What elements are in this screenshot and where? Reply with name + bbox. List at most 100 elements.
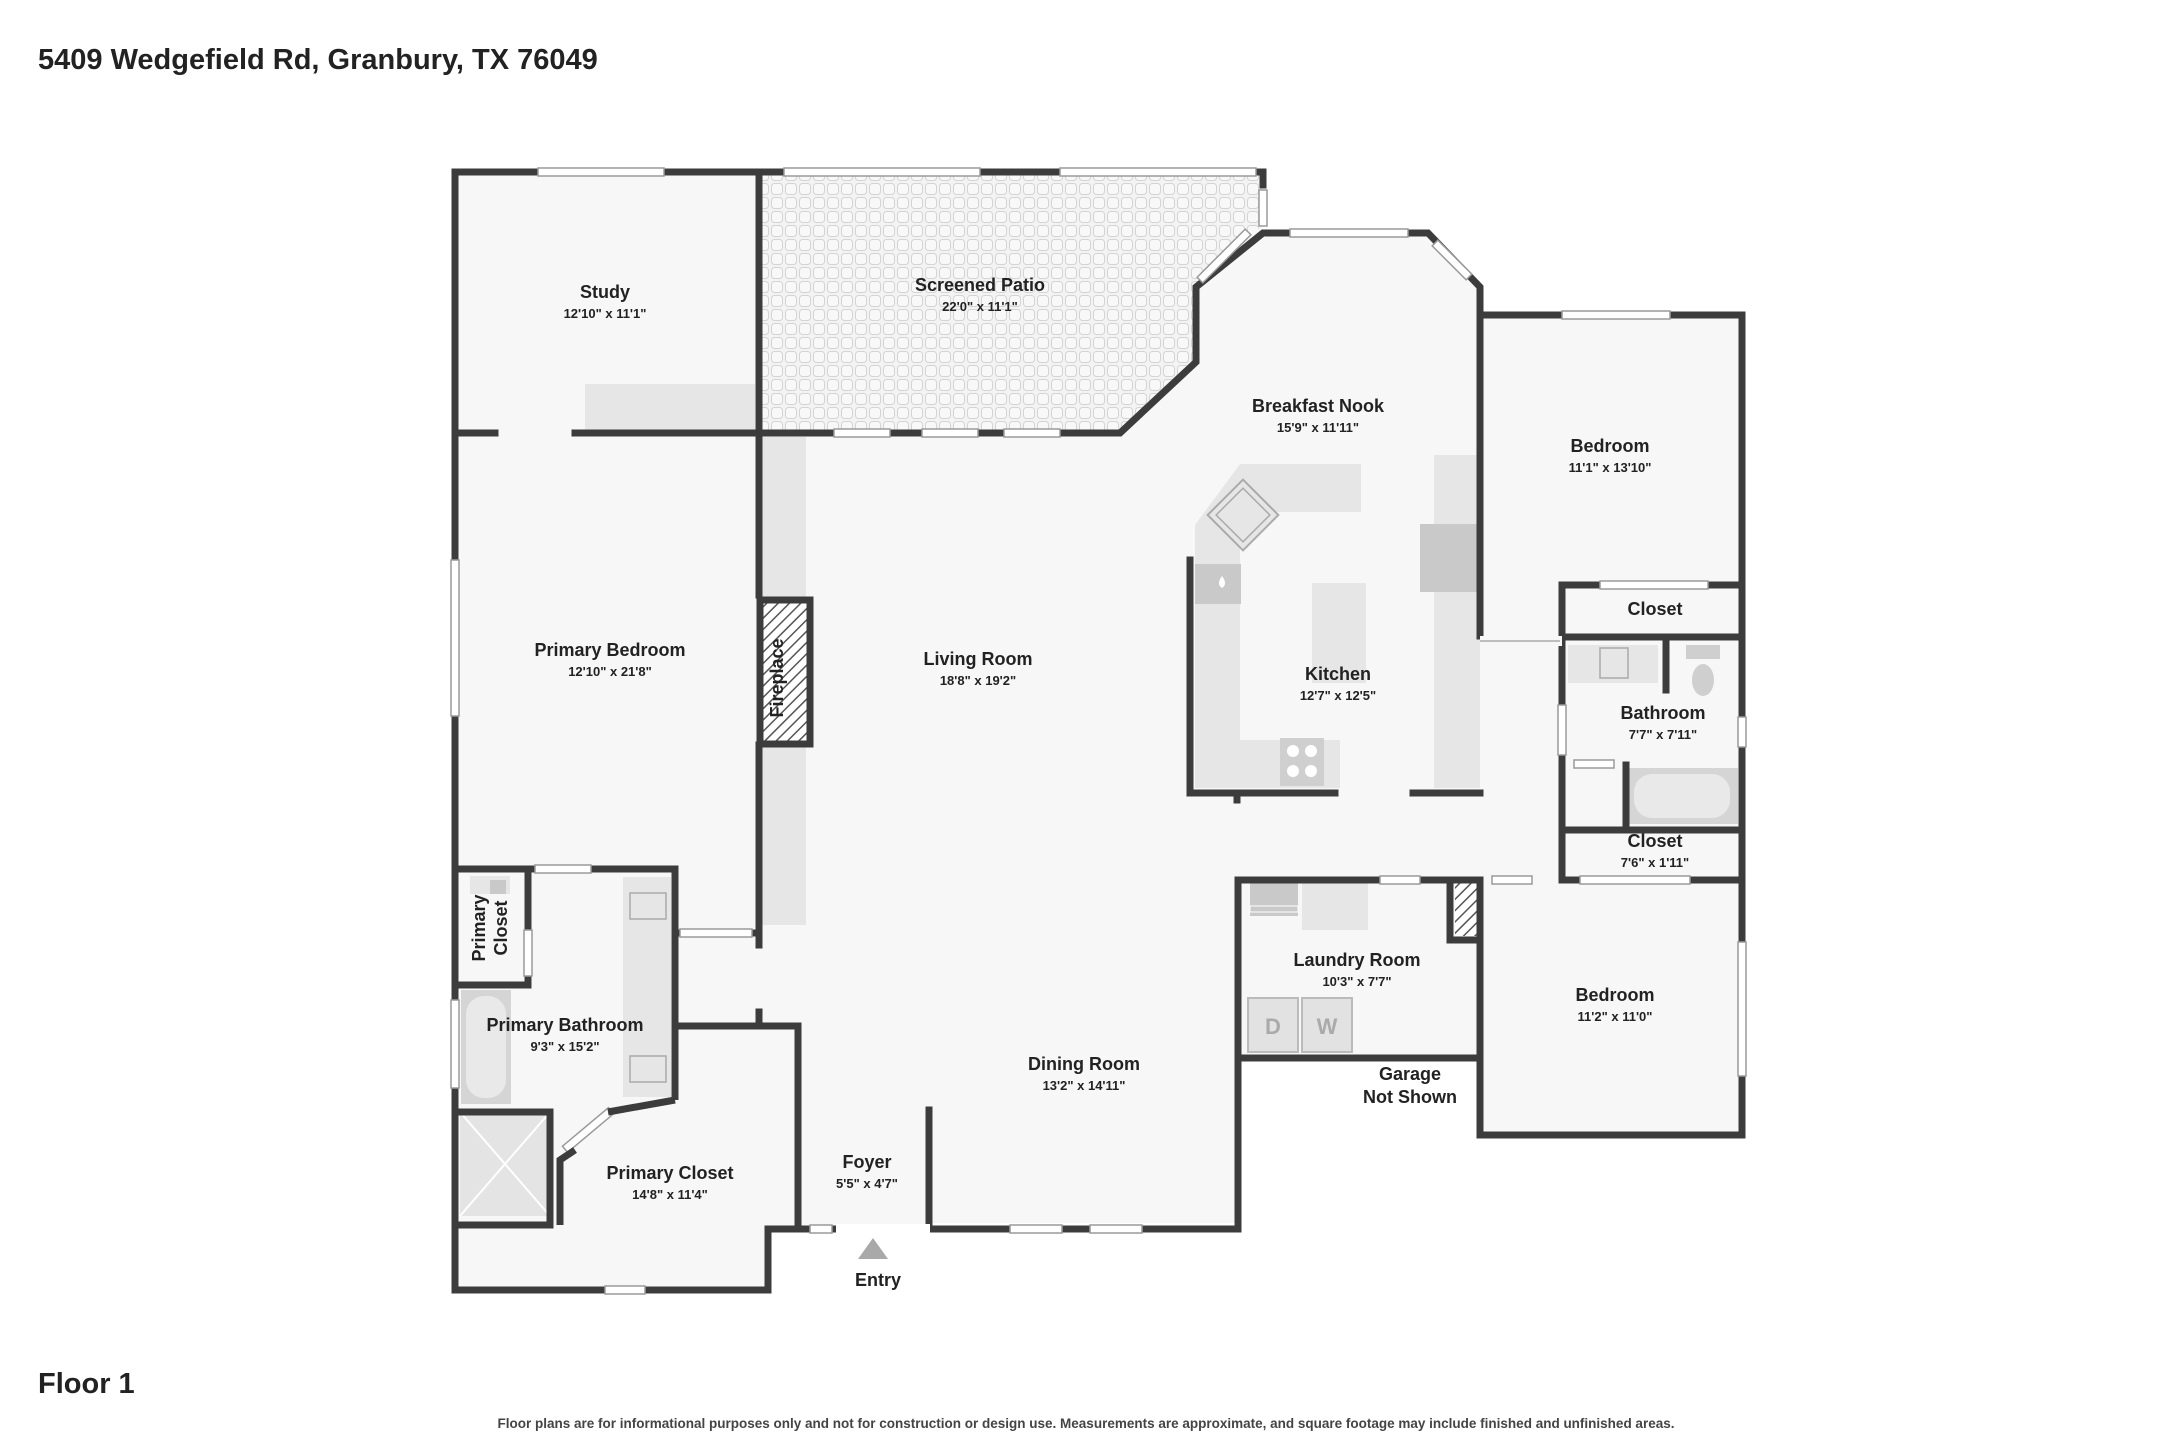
room-dims: 12'10" x 21'8" xyxy=(568,664,652,679)
primary-bathtub-inner xyxy=(466,996,506,1098)
window xyxy=(534,864,592,874)
room-name: Primary Bedroom xyxy=(534,640,685,660)
kitchen-island xyxy=(1312,583,1366,683)
room-name: Breakfast Nook xyxy=(1252,396,1385,416)
stove-icon xyxy=(1280,738,1324,786)
room-name: Closet xyxy=(491,900,511,955)
room-dims: 10'3" x 7'7" xyxy=(1322,974,1391,989)
room-name: Bathroom xyxy=(1621,703,1706,723)
entry-label: Entry xyxy=(855,1270,901,1290)
room-dims: 11'1" x 13'10" xyxy=(1569,460,1652,475)
bathtub-inner xyxy=(1634,774,1730,818)
window xyxy=(833,428,891,438)
window xyxy=(1258,189,1268,227)
window xyxy=(450,559,460,717)
window xyxy=(523,929,533,977)
garage-label: Not Shown xyxy=(1363,1087,1457,1107)
room-name: Closet xyxy=(1627,599,1682,619)
window xyxy=(679,928,753,938)
window xyxy=(1737,716,1747,748)
disclaimer: Floor plans are for informational purpos… xyxy=(497,1416,1675,1431)
room-name: Bedroom xyxy=(1570,436,1649,456)
floor-label: Floor 1 xyxy=(38,1368,135,1400)
window xyxy=(1009,1224,1063,1234)
entry-arrow-icon xyxy=(858,1238,888,1259)
refrigerator xyxy=(1420,524,1480,592)
room-dims: 7'7" x 7'11" xyxy=(1629,727,1697,742)
window xyxy=(1379,875,1421,885)
room-name: Study xyxy=(580,282,630,302)
room-name: Screened Patio xyxy=(915,275,1045,295)
window xyxy=(1561,310,1671,320)
laundry-counter xyxy=(1302,880,1368,930)
window xyxy=(783,167,981,177)
room-name: Bedroom xyxy=(1575,985,1654,1005)
window xyxy=(1737,941,1747,1077)
room-name: Primary xyxy=(469,894,489,961)
shower-icon xyxy=(459,1111,551,1217)
room-name: Closet xyxy=(1627,831,1682,851)
room-name: Foyer xyxy=(842,1152,891,1172)
window xyxy=(1557,704,1567,756)
room-labels: Study 12'10" x 11'1" Screened Patio 22'0… xyxy=(469,275,1706,1290)
room-dims: 18'8" x 19'2" xyxy=(940,673,1016,688)
window xyxy=(1059,167,1257,177)
primary-closet-shelf-2 xyxy=(490,880,506,894)
room-dims: 11'2" x 11'0" xyxy=(1578,1009,1653,1024)
vanity-sink xyxy=(1599,647,1629,679)
door-opening xyxy=(836,1224,930,1234)
window xyxy=(537,167,665,177)
window xyxy=(1289,228,1409,238)
room-name: Dining Room xyxy=(1028,1054,1140,1074)
primary-closet-angled-wall xyxy=(607,1096,676,1116)
room-name: Laundry Room xyxy=(1293,950,1420,970)
toilet-icon xyxy=(1686,645,1720,696)
primary-closet-angled-wall xyxy=(556,1147,577,1225)
laundry-cabinet-lines xyxy=(1249,905,1299,913)
dishwasher xyxy=(1195,564,1241,604)
room-dims: 12'10" x 11'1" xyxy=(564,306,647,321)
room-dims: 9'3" x 15'2" xyxy=(530,1039,599,1054)
window xyxy=(450,999,460,1089)
garage-label: Garage xyxy=(1379,1064,1441,1084)
dishwasher-mark xyxy=(1219,576,1225,588)
address-title: 5409 Wedgefield Rd, Granbury, TX 76049 xyxy=(38,44,598,76)
room-dims: 12'7" x 12'5" xyxy=(1300,688,1376,703)
patio-floor xyxy=(759,175,1259,433)
window xyxy=(1003,428,1061,438)
study-shelf xyxy=(585,384,755,430)
floor-fills xyxy=(455,172,1742,1290)
room-name: Kitchen xyxy=(1305,664,1371,684)
window xyxy=(604,1285,646,1295)
room-name: Primary Closet xyxy=(606,1163,733,1183)
water-heater xyxy=(1455,880,1477,936)
window xyxy=(1431,239,1473,281)
window xyxy=(1089,1224,1143,1234)
dryer xyxy=(1247,997,1299,1053)
room-name: Primary Bathroom xyxy=(486,1015,643,1035)
washer xyxy=(1301,997,1353,1053)
room-dims: 13'2" x 14'11" xyxy=(1043,1078,1126,1093)
sink-icon xyxy=(1206,478,1280,552)
room-name: Fireplace xyxy=(767,638,787,717)
primary-vanity-sink-bottom xyxy=(629,1055,667,1083)
window xyxy=(1573,759,1615,769)
window xyxy=(1491,875,1533,885)
window xyxy=(809,1224,833,1234)
room-name: Living Room xyxy=(924,649,1033,669)
laundry-cabinet xyxy=(1250,882,1298,916)
window xyxy=(1196,228,1252,284)
room-dims: 7'6" x 1'11" xyxy=(1621,855,1689,870)
fixtures xyxy=(459,384,1738,1217)
room-dims: 22'0" x 11'1" xyxy=(942,299,1018,314)
window xyxy=(1599,580,1709,590)
room-dims: 15'9" x 11'11" xyxy=(1277,420,1359,435)
washer-label: W xyxy=(1317,1014,1338,1039)
kitchen-counter-right xyxy=(1434,455,1480,788)
dryer-label: D xyxy=(1265,1014,1281,1039)
room-dims: 5'5" x 4'7" xyxy=(836,1176,898,1191)
window xyxy=(1579,875,1691,885)
windows xyxy=(450,167,1747,1295)
primary-vanity-sink-top xyxy=(629,892,667,920)
